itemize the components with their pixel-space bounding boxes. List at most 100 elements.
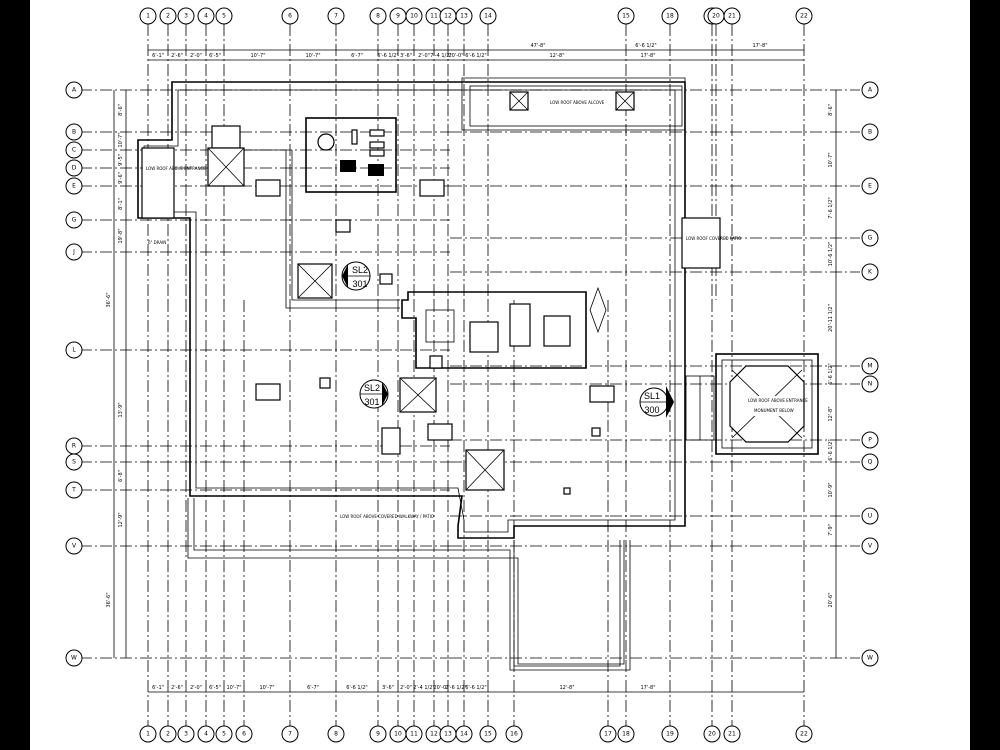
grid-bubble-top-18: 18 bbox=[661, 7, 679, 25]
dim-right-text: 7'-6 1/2" bbox=[828, 197, 834, 218]
grid-bubble-bottom-14: 14 bbox=[455, 725, 473, 743]
section-tag-3-top: SL1 bbox=[644, 391, 660, 401]
section-tag-1: SL2 301 bbox=[341, 261, 371, 291]
dim-bottom-text: 2'-4 1/2" bbox=[413, 685, 434, 691]
grid-bubble-bottom-13: 13 bbox=[439, 725, 457, 743]
grid-bubble-left-L: L bbox=[65, 341, 83, 359]
dim-right-text: 8'-6" bbox=[828, 104, 834, 116]
grid-bubble-left-D: D bbox=[65, 159, 83, 177]
ductwork bbox=[244, 149, 400, 309]
grid-bubble-right-label: N bbox=[868, 381, 873, 388]
grid-bubble-left-label: A bbox=[72, 87, 77, 94]
dim-bottom-text: 2'-0" bbox=[190, 685, 202, 691]
grid-bubbles: 1234567891011121314151819202122123456789… bbox=[65, 7, 879, 743]
grid-bubble-left-label: C bbox=[72, 147, 76, 154]
roof-plan-drawing: 47'-8"6'-6 1/2"17'-8"6'-1"2'-6"2'-0"6'-5… bbox=[65, 7, 879, 743]
section-tag-3-bottom: 300 bbox=[644, 405, 659, 415]
grid-bubble-bottom-label: 7 bbox=[288, 731, 292, 738]
grid-bubble-top-label: 12 bbox=[444, 13, 452, 20]
grid-bubble-right-label: M bbox=[867, 363, 872, 370]
dim-bottom-text: 2'-6 1/2" bbox=[445, 685, 466, 691]
grid-bubble-bottom-label: 5 bbox=[222, 731, 226, 738]
dim-top-2-text: 2'-0" bbox=[190, 53, 202, 59]
grid-bubble-top-label: 9 bbox=[396, 13, 400, 20]
grid-bubble-bottom-label: 8 bbox=[334, 731, 338, 738]
grid-bubble-bottom-label: 21 bbox=[728, 731, 736, 738]
dim-top-1-text: 17'-8" bbox=[752, 43, 767, 49]
grid-bubble-right-N: N bbox=[861, 375, 879, 393]
grid-bubble-top-label: 14 bbox=[484, 13, 492, 20]
grid-bubble-top-9: 9 bbox=[389, 7, 407, 25]
dim-right-text: 20'-11 1/2" bbox=[828, 304, 834, 332]
grid-bubble-bottom-4: 4 bbox=[197, 725, 215, 743]
dim-top-2-text: 7'-4 1/2" bbox=[430, 53, 451, 59]
grid-bubble-top-label: 6 bbox=[288, 13, 292, 20]
grid-bubble-bottom-label: 3 bbox=[184, 731, 188, 738]
grid-bubble-left-S: S bbox=[65, 453, 83, 471]
grid-bubble-bottom-label: 17 bbox=[604, 731, 612, 738]
grid-bubble-top-label: 10 bbox=[410, 13, 418, 20]
dim-top-2-text: 6'-7" bbox=[351, 53, 363, 59]
dim-left-text: 13'-9" bbox=[118, 402, 124, 417]
grid-bubble-right-B: B bbox=[861, 123, 879, 141]
grid-bubble-top-label: 1 bbox=[146, 13, 150, 20]
grid-bubble-bottom-label: 18 bbox=[622, 731, 630, 738]
grid-bubble-left-label: B bbox=[72, 129, 76, 136]
grid-bubble-left-W: W bbox=[65, 649, 83, 667]
grid-bubble-right-label: V bbox=[868, 543, 873, 550]
dim-bottom-text: 10'-7" bbox=[259, 685, 274, 691]
grid-bubble-left-V: V bbox=[65, 537, 83, 555]
grid-bubble-top-label: 5 bbox=[222, 13, 226, 20]
skylight-below-note: MONUMENT BELOW bbox=[754, 408, 794, 413]
grid-bubble-bottom-2: 2 bbox=[159, 725, 177, 743]
right-low-roof: LOW ROOF COVERED PATIO bbox=[681, 217, 741, 269]
drain-note: 6" DRAIN bbox=[148, 240, 166, 245]
grid-bubble-left-label: W bbox=[71, 655, 77, 662]
grid-bubble-top-label: 3 bbox=[184, 13, 188, 20]
grid-bubble-top-label: 21 bbox=[728, 13, 736, 20]
section-tag-1-bottom: 301 bbox=[352, 279, 367, 289]
grid-bubble-bottom-label: 6 bbox=[242, 731, 246, 738]
section-tag-2: SL2 301 bbox=[359, 379, 389, 409]
grid-bubble-top-label: 18 bbox=[666, 13, 674, 20]
grid-bubble-bottom-1: 1 bbox=[139, 725, 157, 743]
dim-bottom-text: 10'-7" bbox=[226, 685, 241, 691]
grid-bubble-bottom-16: 16 bbox=[505, 725, 523, 743]
covered-walkway: LOW ROOF ABOVE COVERED WALKWAY / PATIO bbox=[187, 498, 631, 671]
grid-bubble-top-12: 12 bbox=[439, 7, 457, 25]
grid-bubble-bottom-3: 3 bbox=[177, 725, 195, 743]
grid-bubble-right-label: E bbox=[868, 183, 872, 190]
dim-top-2-text: 12'-8" bbox=[549, 53, 564, 59]
grid-bubble-left-label: T bbox=[71, 487, 76, 494]
grid-bubble-top-label: 22 bbox=[800, 13, 808, 20]
grid-bubble-left-label: L bbox=[72, 347, 76, 354]
mechanical-platform-2 bbox=[401, 286, 607, 369]
grid-bubble-right-Q: Q bbox=[861, 453, 879, 471]
dim-right-text: 6'-6 1/2" bbox=[828, 363, 834, 384]
grid-bubble-right-label: G bbox=[868, 235, 873, 242]
grid-bubble-left-C: C bbox=[65, 141, 83, 159]
grid-bubble-top-15: 15 bbox=[617, 7, 635, 25]
dim-bottom-text: 6'-5" bbox=[209, 685, 221, 691]
dim-left-text: 19'-8" bbox=[118, 228, 124, 243]
dim-right-text: 6'-6 1/2" bbox=[828, 439, 834, 460]
section-tag-1-top: SL2 bbox=[352, 265, 368, 275]
grid-bubble-right-V: V bbox=[861, 537, 879, 555]
grid-bubble-bottom-label: 2 bbox=[166, 731, 170, 738]
grid-bubble-top-20: 20 bbox=[707, 7, 725, 25]
grid-bubble-top-label: 11 bbox=[430, 13, 438, 20]
mechanical-platform bbox=[305, 117, 397, 193]
grid-bubble-right-M: M bbox=[861, 357, 879, 375]
dim-bottom-text: 17'-8" bbox=[640, 685, 655, 691]
grid-bubble-left-label: E bbox=[72, 183, 76, 190]
grid-bubble-bottom-label: 22 bbox=[800, 731, 808, 738]
grid-bubble-top-label: 20 bbox=[712, 13, 720, 20]
grid-bubble-right-A: A bbox=[861, 81, 879, 99]
section-tag-2-bottom: 301 bbox=[364, 397, 379, 407]
dim-top-2-text: 2'-6" bbox=[171, 53, 183, 59]
left-low-roof: LOW ROOF ABOVE ENTRANCE 6" DRAIN bbox=[141, 147, 206, 245]
grid-bubble-left-label: V bbox=[72, 543, 77, 550]
dim-left-text: 12'-9" bbox=[118, 512, 124, 527]
grid-bubble-left-B: B bbox=[65, 123, 83, 141]
grid-bubble-bottom-21: 21 bbox=[723, 725, 741, 743]
